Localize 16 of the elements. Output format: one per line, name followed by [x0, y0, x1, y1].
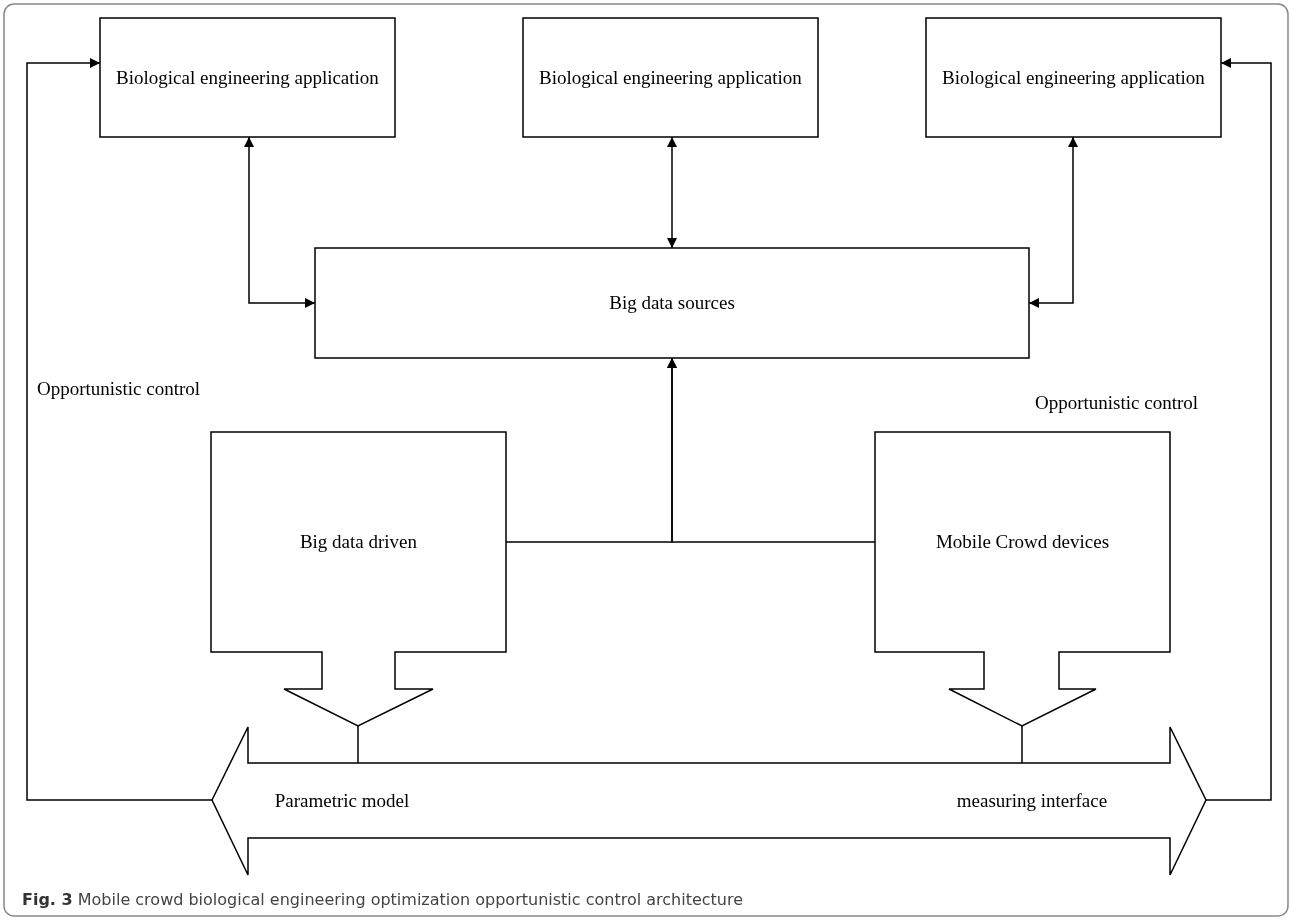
figure-caption: Fig. 3 Mobile crowd biological engineering optimization opportunistic control architecture	[22, 890, 744, 909]
connector	[1205, 58, 1272, 801]
node-label: Biological engineering application	[942, 65, 1205, 90]
node-label: measuring interface	[956, 788, 1108, 813]
connector	[667, 136, 677, 249]
connector	[357, 725, 359, 764]
node-label: Parametric model	[274, 788, 410, 813]
node-label: Mobile Crowd devices	[935, 530, 1110, 554]
node-label: Biological engineering application	[539, 65, 802, 90]
connector	[26, 58, 213, 801]
node-label: Big data sources	[609, 291, 735, 315]
node-label: Biological engineering application	[116, 65, 379, 90]
connector	[244, 136, 316, 308]
node-label: Big data driven	[299, 530, 418, 554]
connector	[1021, 725, 1023, 764]
connector	[667, 357, 876, 543]
